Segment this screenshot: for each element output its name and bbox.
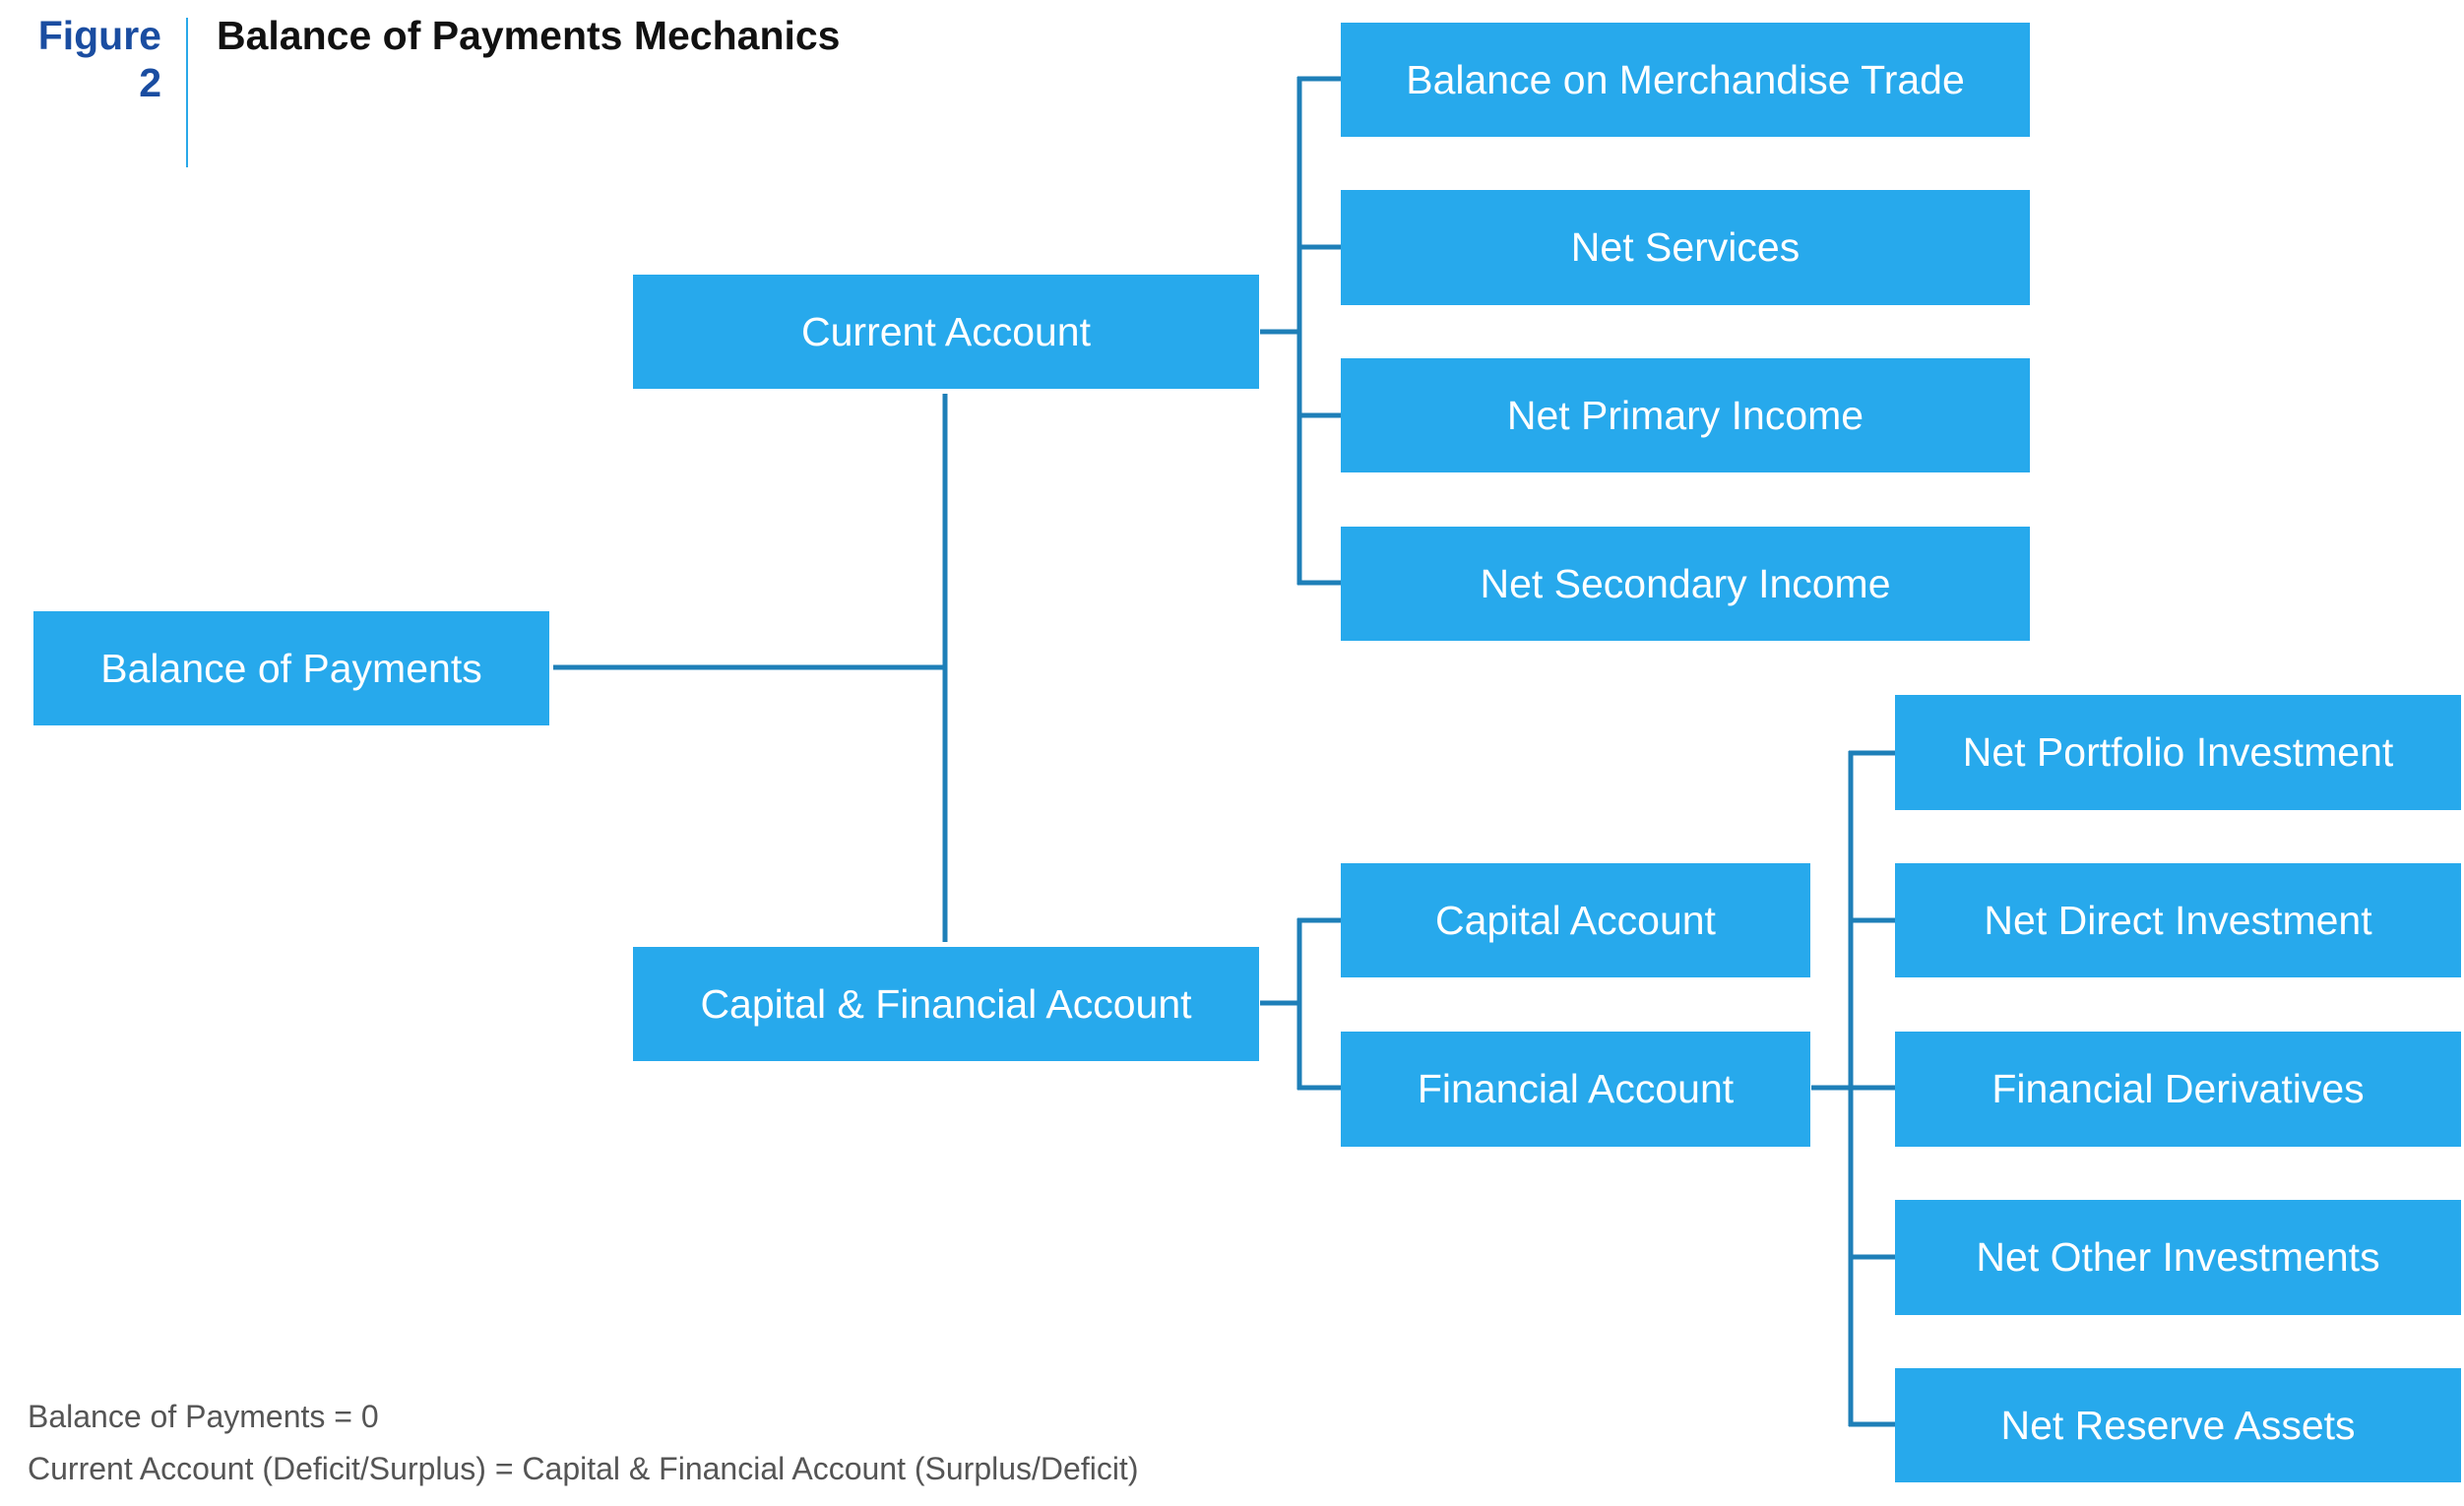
- figure-label-number: 2: [139, 60, 161, 105]
- note-bop-identity: Balance of Payments = 0: [28, 1399, 379, 1434]
- node-net-reserve-assets: Net Reserve Assets: [1895, 1368, 2461, 1482]
- figure-title: Balance of Payments Mechanics: [217, 13, 841, 58]
- node-net-services: Net Services: [1341, 190, 2030, 305]
- node-financial-account: Financial Account: [1341, 1032, 1810, 1147]
- node-merchandise-trade: Balance on Merchandise Trade: [1341, 23, 2030, 137]
- node-net-other-investments: Net Other Investments: [1895, 1200, 2461, 1315]
- figure-label-word: Figure: [37, 13, 161, 58]
- node-balance-of-payments: Balance of Payments: [33, 611, 549, 725]
- node-capital-financial-account: Capital & Financial Account: [633, 947, 1259, 1061]
- node-net-primary-income: Net Primary Income: [1341, 358, 2030, 472]
- node-capital-account: Capital Account: [1341, 863, 1810, 977]
- node-net-portfolio-investment: Net Portfolio Investment: [1895, 695, 2461, 810]
- figure-label: Figure 2: [20, 12, 161, 106]
- node-current-account: Current Account: [633, 275, 1259, 389]
- node-net-direct-investment: Net Direct Investment: [1895, 863, 2461, 977]
- node-net-secondary-income: Net Secondary Income: [1341, 527, 2030, 641]
- note-account-relationship: Current Account (Deficit/Surplus) = Capi…: [28, 1451, 1139, 1486]
- figure-divider: [186, 18, 188, 167]
- node-financial-derivatives: Financial Derivatives: [1895, 1032, 2461, 1147]
